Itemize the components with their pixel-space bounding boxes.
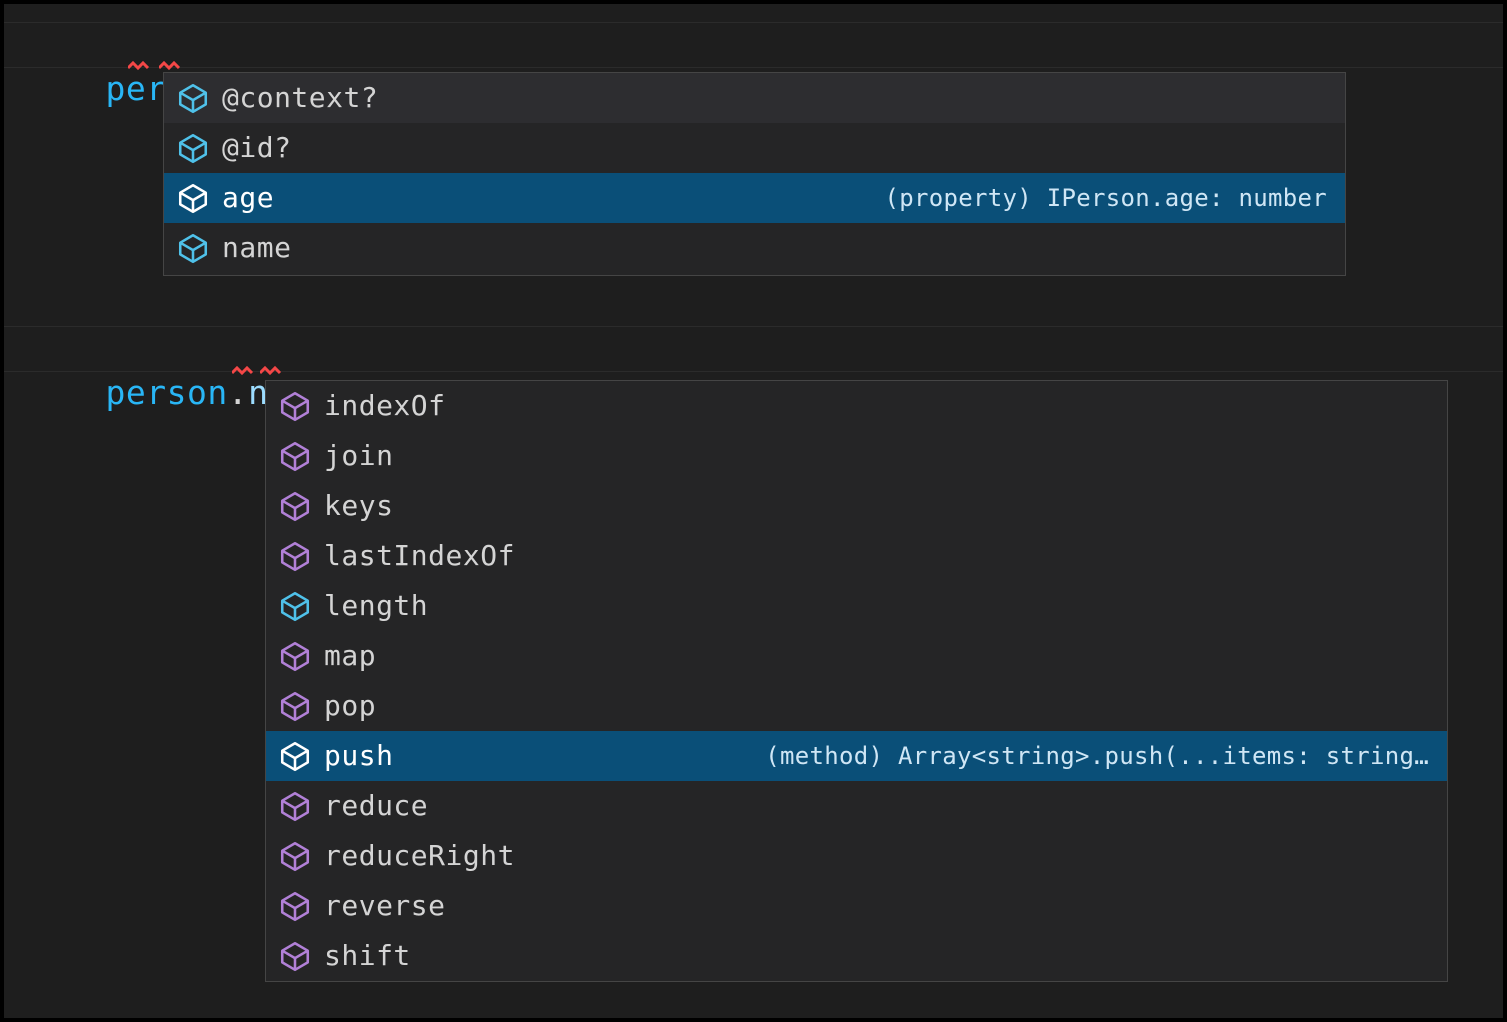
suggest-item-reverse[interactable]: reverse xyxy=(266,881,1447,931)
error-squiggle-line-1-b xyxy=(159,61,181,71)
token-dot-1: . xyxy=(227,373,249,412)
suggest-item-label: @id? xyxy=(222,131,292,164)
method-cube-icon xyxy=(280,841,310,872)
suggest-item-name[interactable]: name xyxy=(164,223,1345,273)
suggest-item-keys[interactable]: keys xyxy=(266,481,1447,531)
code-line-2[interactable]: person.name.; xyxy=(4,326,1503,412)
suggest-item-label: map xyxy=(324,639,377,672)
suggest-item-label: lastIndexOf xyxy=(324,539,515,572)
suggest-item-shift[interactable]: shift xyxy=(266,931,1447,981)
code-editor-surface: person.; @context? @id? xyxy=(4,4,1503,1018)
method-cube-icon xyxy=(280,441,310,472)
suggest-item-detail: (property) IPerson.age: number xyxy=(884,184,1327,212)
suggest-widget-person[interactable]: @context? @id? age (property) IPerson.ag… xyxy=(163,72,1346,276)
property-cube-icon xyxy=(178,233,208,264)
suggest-item-context[interactable]: @context? xyxy=(164,73,1345,123)
suggest-item-age[interactable]: age (property) IPerson.age: number xyxy=(164,173,1345,223)
suggest-item-label: name xyxy=(222,231,292,264)
suggest-item-lastindexof[interactable]: lastIndexOf xyxy=(266,531,1447,581)
code-line-1[interactable]: person.; xyxy=(4,22,1503,108)
token-variable-person: person xyxy=(105,373,228,412)
suggest-item-label: keys xyxy=(324,489,394,522)
suggest-item-label: reduceRight xyxy=(324,839,515,872)
error-squiggle-line-2-b xyxy=(260,366,282,376)
suggest-item-push[interactable]: push (method) Array<string>.push(...item… xyxy=(266,731,1447,781)
method-cube-icon xyxy=(280,791,310,822)
method-cube-icon xyxy=(280,491,310,522)
suggest-item-length[interactable]: length xyxy=(266,581,1447,631)
method-cube-icon xyxy=(280,941,310,972)
method-cube-icon xyxy=(280,891,310,922)
suggest-item-label: age xyxy=(222,181,275,214)
suggest-item-label: @context? xyxy=(222,81,379,114)
error-squiggle-line-2-a xyxy=(232,366,254,376)
method-cube-icon xyxy=(280,641,310,672)
suggest-widget-person-name[interactable]: indexOf join keys xyxy=(265,380,1448,982)
suggest-item-label: push xyxy=(324,739,394,772)
suggest-item-label: shift xyxy=(324,939,411,972)
suggest-item-reduceright[interactable]: reduceRight xyxy=(266,831,1447,881)
suggest-item-label: reverse xyxy=(324,889,446,922)
suggest-item-label: reduce xyxy=(324,789,429,822)
suggest-item-pop[interactable]: pop xyxy=(266,681,1447,731)
suggest-item-label: indexOf xyxy=(324,389,446,422)
suggest-item-indexof[interactable]: indexOf xyxy=(266,381,1447,431)
suggest-item-join[interactable]: join xyxy=(266,431,1447,481)
property-cube-icon xyxy=(280,591,310,622)
suggest-item-label: join xyxy=(324,439,394,472)
suggest-item-label: pop xyxy=(324,689,377,722)
property-cube-icon xyxy=(178,133,208,164)
suggest-item-label: length xyxy=(324,589,429,622)
property-cube-icon xyxy=(178,83,208,114)
suggest-item-detail: (method) Array<string>.push(...items: st… xyxy=(765,742,1429,770)
suggest-item-reduce[interactable]: reduce xyxy=(266,781,1447,831)
suggest-item-id[interactable]: @id? xyxy=(164,123,1345,173)
property-cube-icon xyxy=(178,183,208,214)
method-cube-icon xyxy=(280,391,310,422)
method-cube-icon xyxy=(280,741,310,772)
suggest-item-map[interactable]: map xyxy=(266,631,1447,681)
method-cube-icon xyxy=(280,691,310,722)
error-squiggle-line-1-a xyxy=(128,61,150,71)
method-cube-icon xyxy=(280,541,310,572)
